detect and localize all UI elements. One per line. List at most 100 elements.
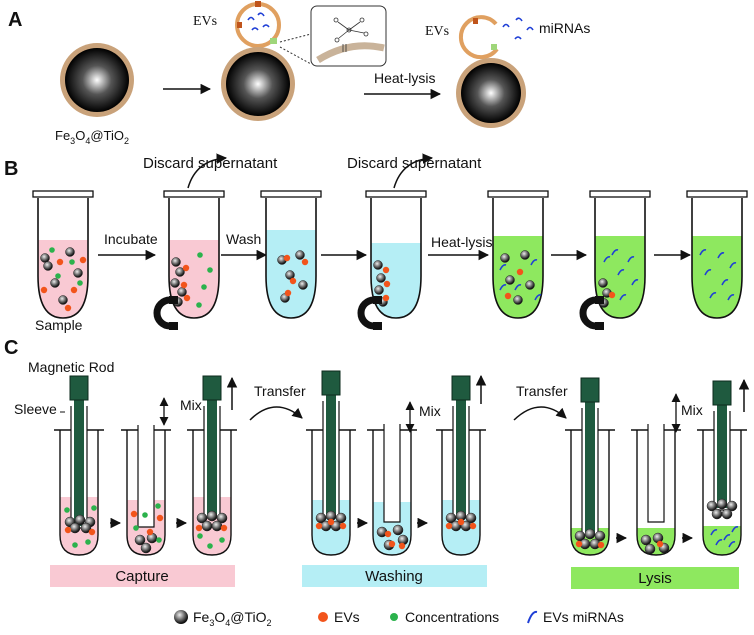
capture-label: Capture xyxy=(115,568,168,585)
legend-mirna-label: EVs miRNAs xyxy=(543,609,624,625)
magnet-icon xyxy=(357,296,375,330)
tube-wall xyxy=(370,198,422,319)
bead-particle xyxy=(140,542,152,554)
ev-particle xyxy=(289,277,297,285)
bead-particle xyxy=(40,253,50,263)
bead-particle xyxy=(211,520,223,532)
concentration-particle xyxy=(69,259,75,265)
bead-particle xyxy=(177,287,187,297)
capture-bar xyxy=(50,565,235,587)
legend: Fe3O4@TiO2 EVs Concentrations EVs miRNAs xyxy=(174,609,624,628)
bead-particle xyxy=(721,508,733,520)
ev-particle xyxy=(88,528,96,536)
ev-particle xyxy=(469,522,477,530)
washing-label: Washing xyxy=(365,568,423,585)
bead-particle xyxy=(335,512,347,524)
magnet-pole xyxy=(595,296,604,304)
bead-particle xyxy=(711,508,723,520)
bead-particle xyxy=(80,522,92,534)
tube-wall xyxy=(37,198,89,319)
rod-head xyxy=(451,375,471,401)
bead-particle xyxy=(69,522,81,534)
magnetic-rod xyxy=(207,396,217,516)
mirna-strand xyxy=(727,294,735,301)
ev-particle xyxy=(575,540,583,548)
magnet-pole xyxy=(373,296,382,304)
transfer-label-1: Transfer xyxy=(254,383,306,399)
tube-b1 xyxy=(32,190,94,319)
bead-particle xyxy=(58,295,68,305)
ev-particle xyxy=(183,294,191,302)
bead-particle xyxy=(505,275,515,285)
tube-wall xyxy=(59,430,99,556)
magnet-pole xyxy=(373,322,382,330)
ev-particle xyxy=(79,256,87,264)
bead-particle xyxy=(520,250,530,260)
bead-particle xyxy=(706,500,718,512)
bead-particle xyxy=(65,247,75,257)
mirna-strand xyxy=(514,284,522,291)
magnet-icon xyxy=(579,296,597,330)
tube-cap xyxy=(260,190,322,198)
ev-particle xyxy=(383,280,391,288)
tube-c4 xyxy=(306,370,356,556)
bead-particle xyxy=(73,268,83,278)
tube-c5 xyxy=(367,401,417,556)
bead-particle xyxy=(598,278,608,288)
bead-particle xyxy=(392,524,404,536)
incubate-label: Incubate xyxy=(104,231,158,247)
stage-bar-lysis: Lysis xyxy=(571,567,739,589)
bead-particle xyxy=(376,273,386,283)
bead-particle xyxy=(726,500,738,512)
heat-lysis-label-b: Heat-lysis xyxy=(431,234,492,250)
panel-c: C Magnetic Rod Sleeve Mix Mix Mix Transf… xyxy=(4,337,750,589)
ev-particle xyxy=(283,254,291,262)
tube-wall xyxy=(372,430,412,556)
concentration-particle xyxy=(49,247,55,253)
bead-particle xyxy=(171,257,181,267)
bead-particle xyxy=(50,278,60,288)
legend-bead-label: Fe3O4@TiO2 xyxy=(193,609,272,628)
concentration-particle xyxy=(55,273,61,279)
bead-particle xyxy=(216,512,228,524)
bead-particle xyxy=(315,512,327,524)
ev-particle xyxy=(180,281,188,289)
ev-particle xyxy=(182,264,190,272)
magnetic-rod xyxy=(326,391,336,516)
tube-wall xyxy=(636,430,676,556)
legend-conc-label: Concentrations xyxy=(405,609,499,625)
bead-large-1 xyxy=(60,43,134,117)
ev-particle xyxy=(315,522,323,530)
panel-a: A Fe3O4@TiO2 EVs xyxy=(8,1,590,146)
tube-b4 xyxy=(365,190,427,319)
tube-cap xyxy=(365,190,427,198)
mirna-strand xyxy=(631,279,639,286)
tube-liquid xyxy=(692,236,742,318)
bead-particle xyxy=(525,280,535,290)
sleeve-label: Sleeve xyxy=(14,401,57,417)
ev-particle xyxy=(70,286,78,294)
tube-c6 xyxy=(436,374,487,556)
mirna-label: miRNAs xyxy=(539,20,590,36)
panel-a-letter: A xyxy=(8,9,22,31)
ev-particle xyxy=(445,522,453,530)
bead-particle xyxy=(295,250,305,260)
ev-vesicle-lysed xyxy=(458,15,499,60)
sleeve-empty xyxy=(647,424,665,523)
mix-label-2: Mix xyxy=(419,403,441,419)
ev-particle xyxy=(284,289,292,297)
bead-particle xyxy=(134,534,146,546)
sample-label: Sample xyxy=(35,317,83,333)
concentration-particle xyxy=(85,539,91,545)
concentration-particle xyxy=(197,533,203,539)
tube-wall xyxy=(570,430,610,556)
ev-particle xyxy=(608,291,616,299)
ev-particle xyxy=(220,524,228,532)
mirna-strand xyxy=(704,269,712,276)
rod-head xyxy=(202,375,222,401)
bead-particle xyxy=(201,520,213,532)
ev-particle xyxy=(382,266,390,274)
bead-particle xyxy=(640,534,652,546)
zoom-inset xyxy=(310,5,387,67)
magnet-pole xyxy=(595,322,604,330)
